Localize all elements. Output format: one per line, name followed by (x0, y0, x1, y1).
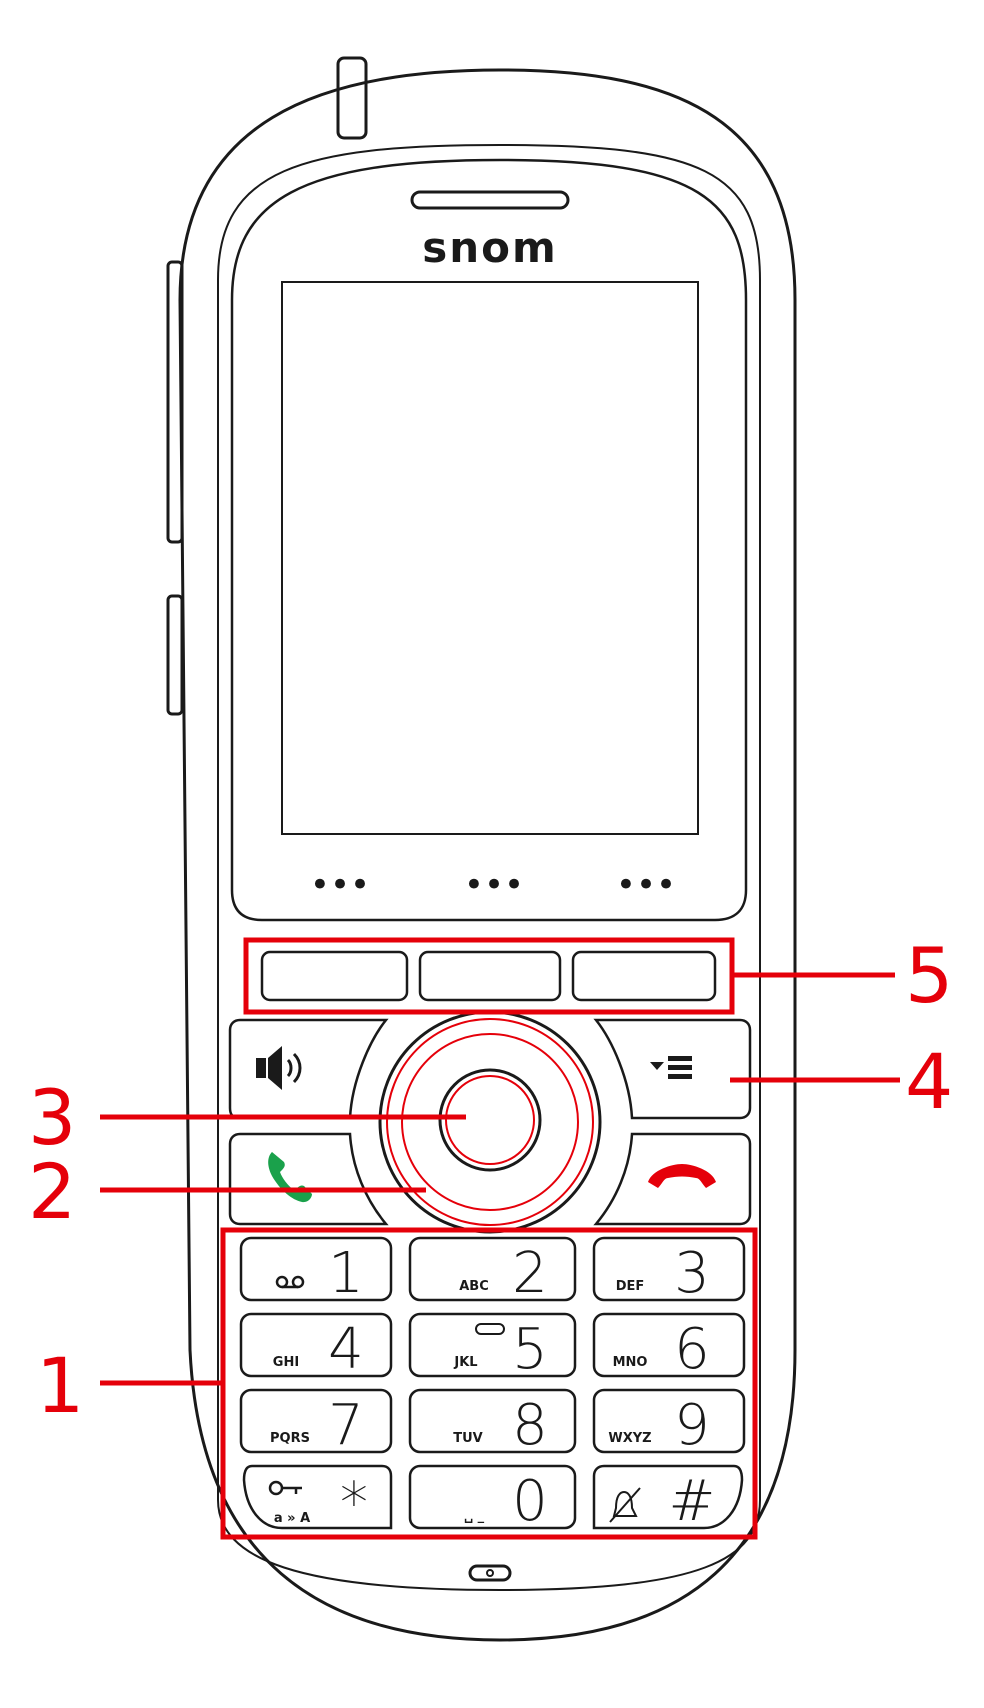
hangup-button[interactable] (593, 1132, 752, 1226)
handset-bezel (217, 143, 761, 1592)
key-0-digit: 0 (512, 1469, 548, 1534)
key-7[interactable] (239, 1388, 393, 1454)
key-4[interactable] (239, 1312, 393, 1378)
key-9-letters: WXYZ (608, 1431, 651, 1446)
softkey-left[interactable] (260, 950, 409, 1002)
brand-logo: snom (422, 223, 558, 272)
softkey-dots-middle: ••• (464, 865, 524, 905)
menu-icon (650, 1056, 692, 1079)
softkey-middle[interactable] (418, 950, 562, 1002)
key-5-marker (475, 1323, 505, 1335)
voicemail-icon (275, 1275, 305, 1289)
softkey-dots-right: ••• (616, 865, 676, 905)
key-1-digit: 1 (328, 1241, 364, 1306)
key-6-digit: 6 (674, 1317, 710, 1382)
callout-1-label: 1 (36, 1341, 84, 1430)
speaker-icon (256, 1046, 302, 1090)
handset-body (178, 68, 797, 1642)
key-3[interactable] (592, 1236, 746, 1302)
key-4-digit: 4 (328, 1317, 364, 1382)
key-2-digit: 2 (512, 1241, 548, 1306)
side-button[interactable] (166, 594, 184, 716)
earpiece-slot (410, 190, 570, 210)
key-3-digit: 3 (674, 1241, 710, 1306)
key-star-digit: * (340, 1471, 368, 1536)
silent-bell-icon (609, 1487, 641, 1523)
softkey-dots-left: ••• (310, 865, 370, 905)
key-7-letters: PQRS (270, 1431, 310, 1446)
call-icon (268, 1152, 312, 1203)
key-9[interactable] (592, 1388, 746, 1454)
microphone-hole (468, 1564, 512, 1582)
key-star[interactable] (242, 1464, 393, 1530)
softkey-right[interactable] (571, 950, 717, 1002)
key-4-letters: GHI (273, 1355, 299, 1370)
key-lock-icon (268, 1480, 302, 1496)
ok-button[interactable] (438, 1068, 542, 1172)
key-8-letters: TUV (453, 1431, 483, 1446)
callout-3-label: 3 (28, 1073, 76, 1162)
key-hash-digit: # (669, 1469, 716, 1534)
speaker-button[interactable] (228, 1018, 389, 1120)
key-7-digit: 7 (328, 1393, 364, 1458)
volume-button[interactable] (166, 260, 184, 544)
navigation-pad[interactable] (378, 1010, 602, 1234)
key-9-digit: 9 (674, 1393, 710, 1458)
callout-2-label: 2 (28, 1147, 76, 1236)
key-2[interactable] (408, 1236, 577, 1302)
key-0-letters: ␣ _ (464, 1509, 485, 1524)
key-star-letters: a » A (274, 1511, 310, 1526)
key-2-letters: ABC (459, 1279, 489, 1294)
display-frame (230, 158, 748, 922)
key-8[interactable] (408, 1388, 577, 1454)
display-screen (281, 281, 699, 835)
hangup-icon (648, 1164, 716, 1188)
callout-5-label: 5 (905, 931, 953, 1020)
key-3-letters: DEF (616, 1279, 645, 1294)
key-0[interactable] (408, 1464, 577, 1530)
menu-button[interactable] (593, 1018, 752, 1120)
callout-4-label: 4 (905, 1037, 953, 1126)
key-6-letters: MNO (613, 1355, 648, 1370)
key-5-letters: JKL (453, 1355, 477, 1370)
call-button[interactable] (228, 1132, 389, 1226)
key-6[interactable] (592, 1312, 746, 1378)
antenna (336, 56, 368, 140)
key-1[interactable] (239, 1236, 393, 1302)
key-8-digit: 8 (512, 1393, 548, 1458)
softkey-indicators: ••• ••• ••• (310, 865, 676, 905)
key-5-digit: 5 (512, 1317, 548, 1382)
key-5[interactable] (408, 1312, 577, 1378)
key-hash[interactable] (592, 1464, 744, 1530)
